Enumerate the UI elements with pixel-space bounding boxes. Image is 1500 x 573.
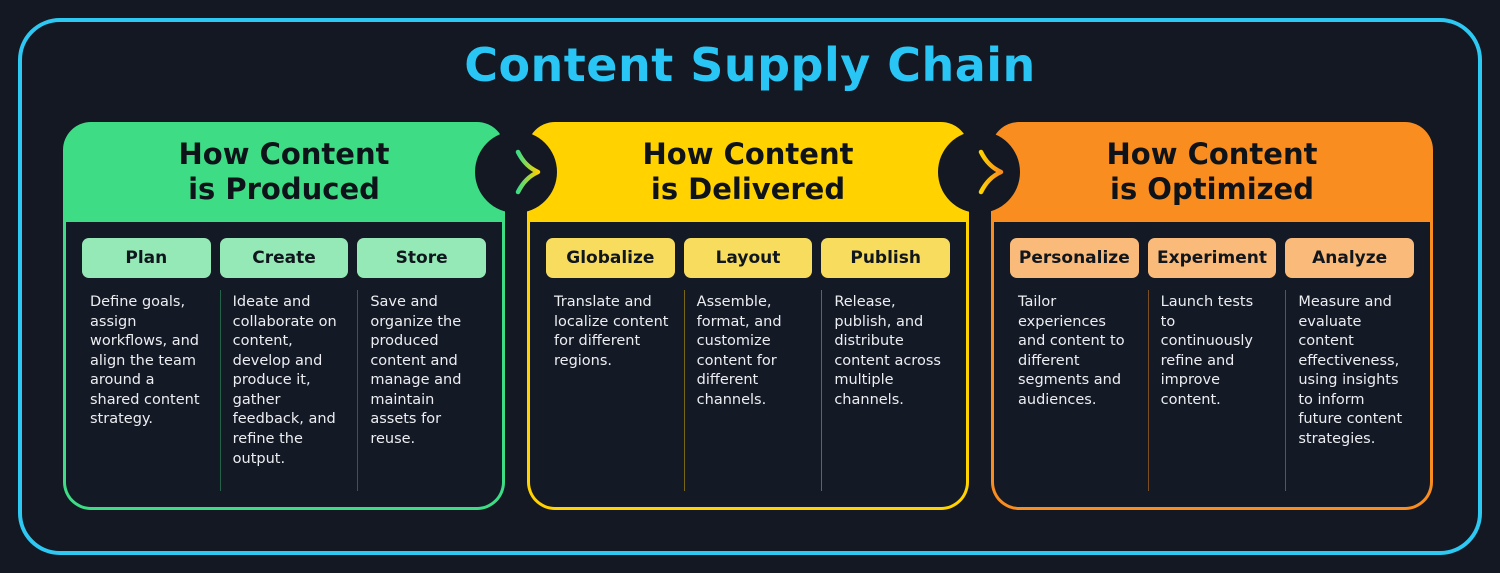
pill-analyze: Analyze [1285, 238, 1414, 278]
pill-layout: Layout [683, 238, 813, 278]
text-experiment: Launch tests to continuously refine and … [1147, 290, 1277, 491]
panel-produced-pills: Plan Create Store [82, 238, 486, 278]
panel-optimized-texts: Tailor experiences and content to differ… [1010, 290, 1414, 491]
right-arrow-icon [491, 149, 541, 195]
panel-produced-body: Plan Create Store Define goals, assign w… [66, 222, 502, 507]
text-personalize: Tailor experiences and content to differ… [1018, 294, 1125, 408]
panel-produced: How Content is Produced Plan Create Stor… [63, 122, 505, 510]
pill-globalize: Globalize [546, 238, 675, 278]
arrow-node-delivered-to-optimized [938, 131, 1020, 213]
arrow-node-produced-to-delivered [475, 131, 557, 213]
panel-delivered: How Content is Delivered Globalize Layou… [527, 122, 969, 510]
panel-optimized-pills: Personalize Experiment Analyze [1010, 238, 1414, 278]
panel-delivered-pills: Globalize Layout Publish [546, 238, 950, 278]
panel-optimized-title: How Content is Optimized [1106, 136, 1318, 206]
right-arrow-icon [954, 149, 1004, 195]
text-publish: Release, publish, and distribute content… [821, 290, 950, 491]
text-store: Save and organize the produced content a… [357, 290, 486, 491]
pill-experiment: Experiment [1147, 238, 1277, 278]
text-create: Ideate and collaborate on content, devel… [219, 290, 349, 491]
panel-optimized: How Content is Optimized Personalize Exp… [991, 122, 1433, 510]
text-layout: Assemble, format, and customize content … [683, 290, 813, 491]
panel-produced-title: How Content is Produced [178, 136, 390, 206]
pill-store: Store [357, 238, 486, 278]
text-analyze: Measure and evaluate content effectivene… [1285, 290, 1414, 491]
panels-row: How Content is Produced Plan Create Stor… [63, 122, 1433, 510]
page-title: Content Supply Chain [464, 38, 1036, 92]
pill-publish: Publish [821, 238, 950, 278]
panel-optimized-body: Personalize Experiment Analyze Tailor ex… [994, 222, 1430, 507]
panel-delivered-title: How Content is Delivered [642, 136, 854, 206]
panel-produced-texts: Define goals, assign workflows, and alig… [82, 290, 486, 491]
text-plan: Define goals, assign workflows, and alig… [90, 294, 200, 428]
text-globalize: Translate and localize content for diffe… [554, 294, 669, 369]
pill-personalize: Personalize [1010, 238, 1139, 278]
pill-create: Create [219, 238, 349, 278]
panel-delivered-body: Globalize Layout Publish Translate and l… [530, 222, 966, 507]
panel-delivered-texts: Translate and localize content for diffe… [546, 290, 950, 491]
pill-plan: Plan [82, 238, 211, 278]
